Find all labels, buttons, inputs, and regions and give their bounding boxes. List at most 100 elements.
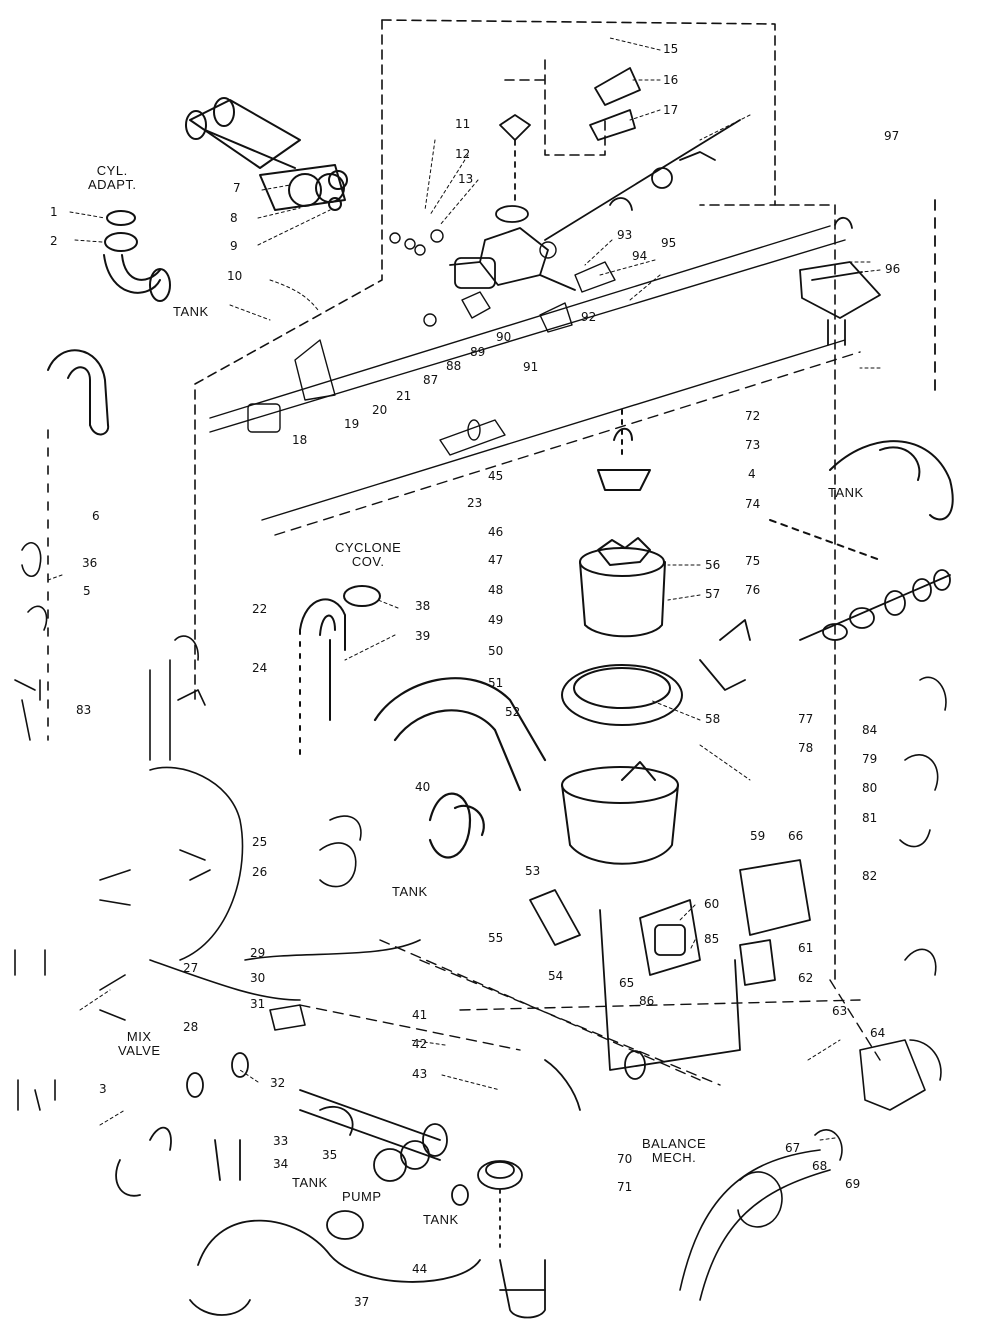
callout-7: 7 xyxy=(233,181,241,195)
upper-small-parts xyxy=(248,230,615,455)
callout-47: 47 xyxy=(488,553,504,567)
callout-8: 8 xyxy=(230,211,238,225)
callout-21: 21 xyxy=(396,389,412,403)
callout-29: 29 xyxy=(250,946,266,960)
callout-44: 44 xyxy=(412,1262,428,1276)
callout-4: 4 xyxy=(748,467,756,481)
right-hose-fittings xyxy=(800,570,950,640)
callout-83: 83 xyxy=(76,703,92,717)
callout-34: 34 xyxy=(273,1157,289,1171)
label-balance-mech-text: BALANCE MECH. xyxy=(642,1136,707,1165)
callout-32: 32 xyxy=(270,1076,286,1090)
callout-91: 91 xyxy=(523,360,539,374)
callout-28: 28 xyxy=(183,1020,199,1034)
label-tank-right: TANK xyxy=(828,485,864,500)
callout-93: 93 xyxy=(617,228,633,242)
label-mix-valve: MIX VALVE xyxy=(118,1030,160,1057)
callout-96: 96 xyxy=(885,262,901,276)
callout-12: 12 xyxy=(455,147,471,161)
callout-79: 79 xyxy=(862,752,878,766)
callout-49: 49 xyxy=(488,613,504,627)
callout-53: 53 xyxy=(525,864,541,878)
callout-46: 46 xyxy=(488,525,504,539)
callout-48: 48 xyxy=(488,583,504,597)
callout-63: 63 xyxy=(832,1004,848,1018)
callout-77: 77 xyxy=(798,712,814,726)
callout-17: 17 xyxy=(663,103,679,117)
label-tank-bottom: TANK xyxy=(423,1212,459,1227)
right-tank-hose xyxy=(770,441,953,560)
right-valve-96 xyxy=(800,200,935,390)
callout-42: 42 xyxy=(412,1037,428,1051)
callout-22: 22 xyxy=(252,602,268,616)
callout-60: 60 xyxy=(704,897,720,911)
callout-90: 90 xyxy=(496,330,512,344)
middle-left-clamps xyxy=(150,816,420,1030)
main-tank-hose xyxy=(375,678,545,857)
callout-58: 58 xyxy=(705,712,721,726)
callout-54: 54 xyxy=(548,969,564,983)
callout-97: 97 xyxy=(884,129,900,143)
callout-61: 61 xyxy=(798,941,814,955)
callout-85: 85 xyxy=(704,932,720,946)
bottom-pump-hoses xyxy=(116,1053,580,1318)
label-balance-mech: BALANCE MECH. xyxy=(642,1137,706,1164)
callout-31: 31 xyxy=(250,997,266,1011)
frame-rails xyxy=(210,226,860,535)
callout-70: 70 xyxy=(617,1152,633,1166)
callout-43: 43 xyxy=(412,1067,428,1081)
cyl-adapt-hose xyxy=(104,211,170,301)
callout-56: 56 xyxy=(705,558,721,572)
lower-frame xyxy=(300,940,880,1085)
callout-82: 82 xyxy=(862,869,878,883)
callout-92: 92 xyxy=(581,310,597,324)
central-valve-stack xyxy=(450,68,640,290)
cyclone-hose xyxy=(300,586,380,760)
callout-2: 2 xyxy=(50,234,58,248)
callout-16: 16 xyxy=(663,73,679,87)
callout-75: 75 xyxy=(745,554,761,568)
callout-73: 73 xyxy=(745,438,761,452)
callout-27: 27 xyxy=(183,961,199,975)
callout-57: 57 xyxy=(705,587,721,601)
callout-40: 40 xyxy=(415,780,431,794)
right-lever xyxy=(545,120,740,240)
callout-11: 11 xyxy=(455,117,471,131)
callout-68: 68 xyxy=(812,1159,828,1173)
callout-37: 37 xyxy=(354,1295,370,1309)
callout-80: 80 xyxy=(862,781,878,795)
callout-39: 39 xyxy=(415,629,431,643)
label-cyl-adapt-text: CYL. ADAPT. xyxy=(88,163,137,192)
callout-35: 35 xyxy=(322,1148,338,1162)
callout-95: 95 xyxy=(661,236,677,250)
callout-33: 33 xyxy=(273,1134,289,1148)
label-cyl-adapt: CYL. ADAPT. xyxy=(88,164,137,191)
callout-50: 50 xyxy=(488,644,504,658)
left-gaskets xyxy=(15,430,55,1110)
callout-67: 67 xyxy=(785,1141,801,1155)
callout-66: 66 xyxy=(788,829,804,843)
label-tank-pump: TANK xyxy=(292,1175,328,1190)
callout-15: 15 xyxy=(663,42,679,56)
cylinder-assembly xyxy=(186,98,347,210)
callout-41: 41 xyxy=(412,1008,428,1022)
label-cyclone-cov: CYCLONE COV. xyxy=(335,541,401,568)
callout-94: 94 xyxy=(632,249,648,263)
label-pump: PUMP xyxy=(342,1189,382,1204)
callout-86: 86 xyxy=(639,994,655,1008)
callout-71: 71 xyxy=(617,1180,633,1194)
callout-19: 19 xyxy=(344,417,360,431)
callout-13: 13 xyxy=(458,172,474,186)
callout-84: 84 xyxy=(862,723,878,737)
callout-30: 30 xyxy=(250,971,266,985)
callout-81: 81 xyxy=(862,811,878,825)
callout-45: 45 xyxy=(488,469,504,483)
callout-65: 65 xyxy=(619,976,635,990)
callout-87: 87 xyxy=(423,373,439,387)
label-mix-valve-text: MIX VALVE xyxy=(118,1029,161,1058)
label-cyclone-cov-text: CYCLONE COV. xyxy=(335,540,402,569)
callout-62: 62 xyxy=(798,971,814,985)
callout-20: 20 xyxy=(372,403,388,417)
filter-bucket xyxy=(562,410,682,864)
